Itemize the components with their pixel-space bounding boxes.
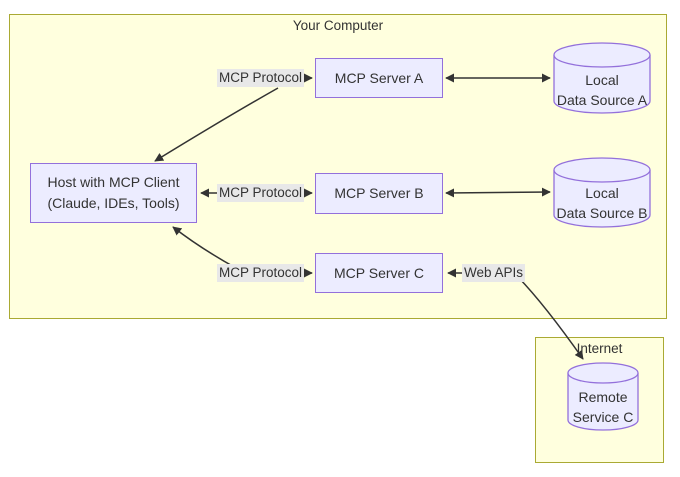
- local-a-line1: Local: [585, 72, 619, 88]
- edge-label-web-apis: Web APIs: [462, 264, 526, 282]
- node-mcp-server-b: MCP Server B: [315, 173, 443, 214]
- node-host-line1: Host with MCP Client: [47, 174, 180, 190]
- node-remote-service-c-label: Remote Service C: [568, 387, 638, 427]
- node-host-line2: (Claude, IDEs, Tools): [47, 195, 180, 211]
- node-mcp-server-a-label: MCP Server A: [334, 69, 424, 86]
- node-mcp-server-b-label: MCP Server B: [334, 185, 424, 201]
- node-mcp-server-a: MCP Server A: [315, 58, 443, 98]
- node-mcp-server-c-label: MCP Server C: [334, 264, 424, 281]
- local-b-line1: Local: [585, 185, 619, 201]
- edge-label-mcp-protocol-a: MCP Protocol: [217, 69, 305, 87]
- local-b-line2: Data Source B: [556, 205, 648, 221]
- edge-label-mcp-protocol-c: MCP Protocol: [217, 264, 305, 282]
- your-computer-cluster-label: Your Computer: [292, 18, 384, 33]
- remote-c-line2: Service C: [572, 409, 634, 425]
- node-local-data-source-a-label: Local Data Source A: [554, 70, 650, 110]
- internet-cluster-label: Internet: [576, 341, 623, 356]
- remote-c-line1: Remote: [578, 389, 628, 405]
- edge-label-mcp-protocol-b: MCP Protocol: [217, 184, 305, 202]
- node-mcp-server-c: MCP Server C: [315, 253, 443, 293]
- local-a-line2: Data Source A: [556, 92, 648, 108]
- node-host-with-mcp-client: Host with MCP Client (Claude, IDEs, Tool…: [30, 163, 197, 223]
- node-local-data-source-b-label: Local Data Source B: [554, 183, 650, 223]
